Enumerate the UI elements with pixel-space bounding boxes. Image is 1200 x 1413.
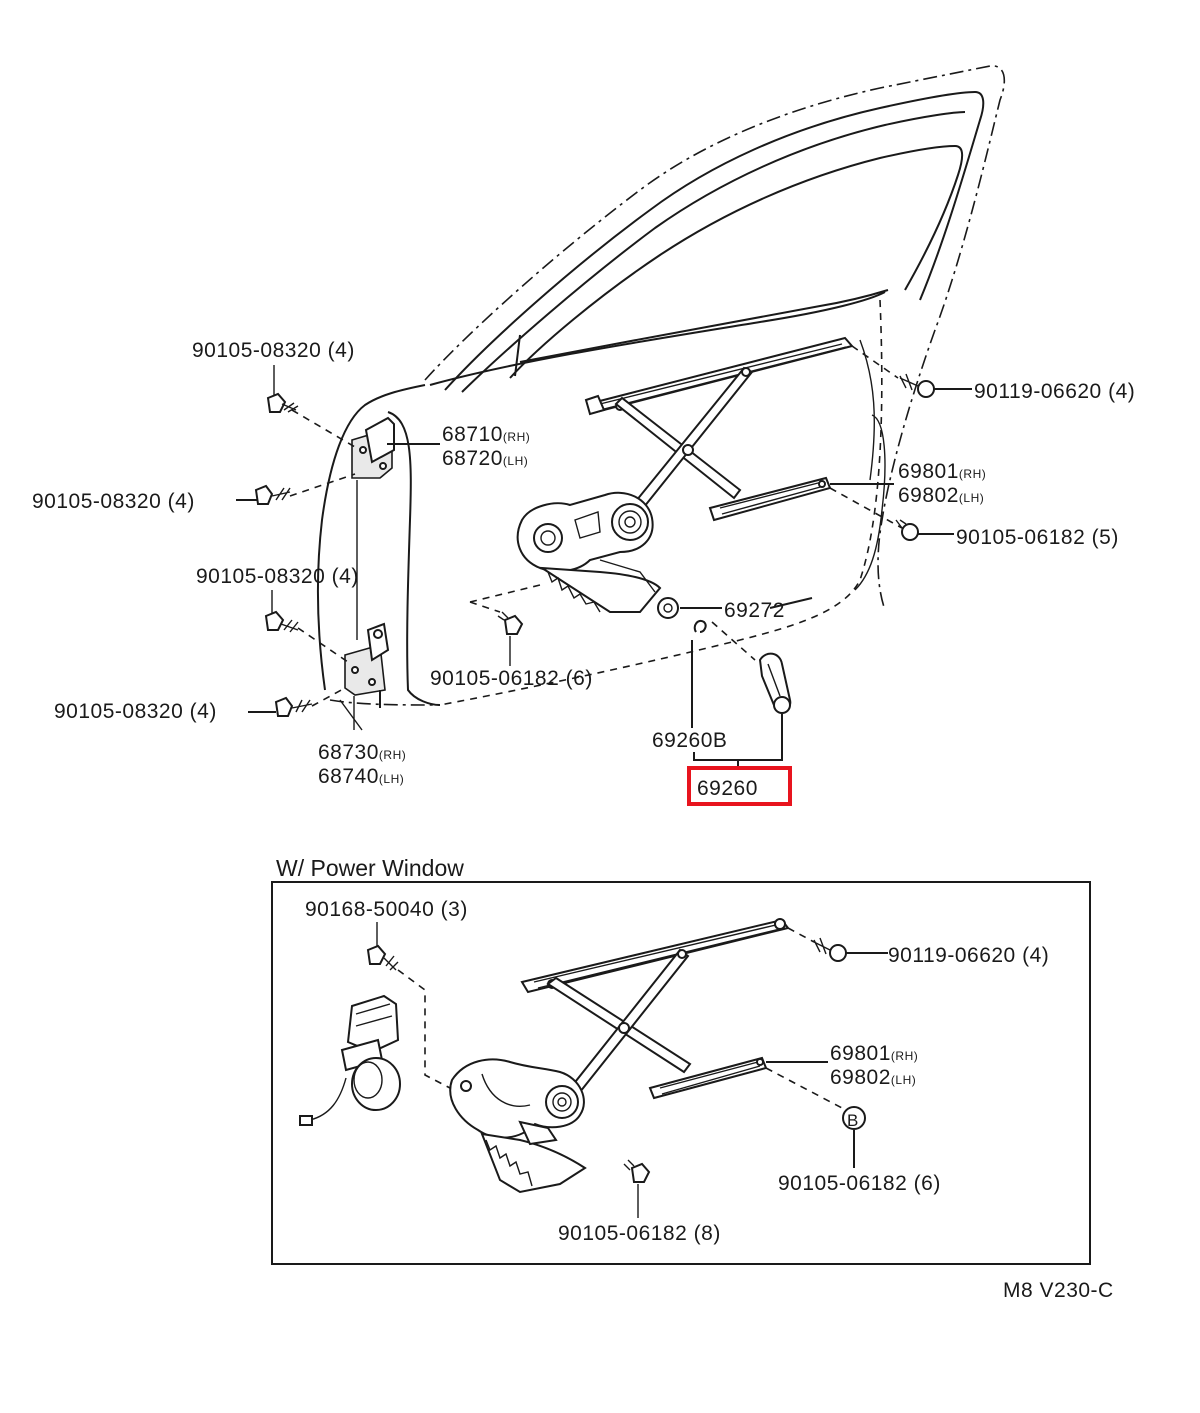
diagram-code: M8 V230-C: [1003, 1279, 1114, 1302]
upper-hinge: [351, 416, 395, 479]
inset-frame: [271, 881, 1091, 1265]
part-label-channel-rh: 69801(RH): [898, 460, 986, 483]
bolt-icon: [497, 611, 524, 635]
part-label-window-handle-assy: 69260: [697, 777, 758, 800]
highlight-box: [687, 766, 792, 806]
part-label-inset-bolt-lower: 90105-06182 (8): [558, 1222, 721, 1245]
bolt-icon: [274, 696, 313, 717]
bolt-icon: [899, 373, 935, 398]
handle-clip: [693, 620, 707, 633]
part-label-channel-lh: 69802(LH): [898, 484, 984, 507]
part-label-motor-bolt: 90168-50040 (3): [305, 898, 468, 921]
window-handle: [758, 652, 792, 714]
bolt-icon: [366, 944, 399, 971]
part-label-regulator-bolt-right: 90105-06182 (5): [956, 526, 1119, 549]
part-label-upper-hinge-lh: 68720(LH): [442, 447, 528, 470]
part-label-regulator-bolt-lower: 90105-06182 (6): [430, 667, 593, 690]
handle-escutcheon: [657, 597, 679, 619]
part-label-inset-bolt-b: 90105-06182 (6): [778, 1172, 941, 1195]
bolt-icon: [254, 484, 291, 505]
bolt-icon: [895, 519, 919, 541]
part-label-lower-bolt-top: 90105-08320 (4): [196, 565, 359, 588]
inset-title: W/ Power Window: [276, 855, 464, 881]
regulator-gear: [516, 491, 662, 613]
door-outline: [317, 65, 1006, 706]
regulator-channel: [708, 476, 832, 522]
part-label-hinge-bolt-side: 90105-08320 (4): [32, 490, 195, 513]
reference-mark-b: B: [842, 1106, 866, 1130]
part-label-lower-hinge-rh: 68730(RH): [318, 741, 406, 764]
svg-text:B: B: [847, 1111, 859, 1130]
bolt-icon: [266, 392, 299, 413]
bolt-icon: [623, 1159, 651, 1183]
bolt-icon: [813, 937, 847, 962]
part-label-lower-hinge-lh: 68740(LH): [318, 765, 404, 788]
lower-hinge: [344, 622, 390, 696]
bolt-icon: [264, 610, 299, 633]
part-label-handle-clip: 69260B: [652, 729, 727, 752]
part-label-inset-channel-bolt: 90119-06620 (4): [888, 944, 1049, 967]
power-window-motor: [299, 994, 401, 1126]
regulator-arms: [614, 366, 754, 514]
regulator-channel: [648, 1056, 768, 1100]
part-label-escutcheon: 69272: [724, 599, 785, 622]
part-label-channel-bolt: 90119-06620 (4): [974, 380, 1135, 403]
part-label-inset-channel-rh: 69801(RH): [830, 1042, 918, 1065]
part-label-inset-channel-lh: 69802(LH): [830, 1066, 916, 1089]
part-label-hinge-bolt-top: 90105-08320 (4): [192, 339, 355, 362]
part-label-upper-hinge-rh: 68710(RH): [442, 423, 530, 446]
part-label-lower-bolt-side: 90105-08320 (4): [54, 700, 217, 723]
regulator-gear: [449, 1058, 587, 1194]
